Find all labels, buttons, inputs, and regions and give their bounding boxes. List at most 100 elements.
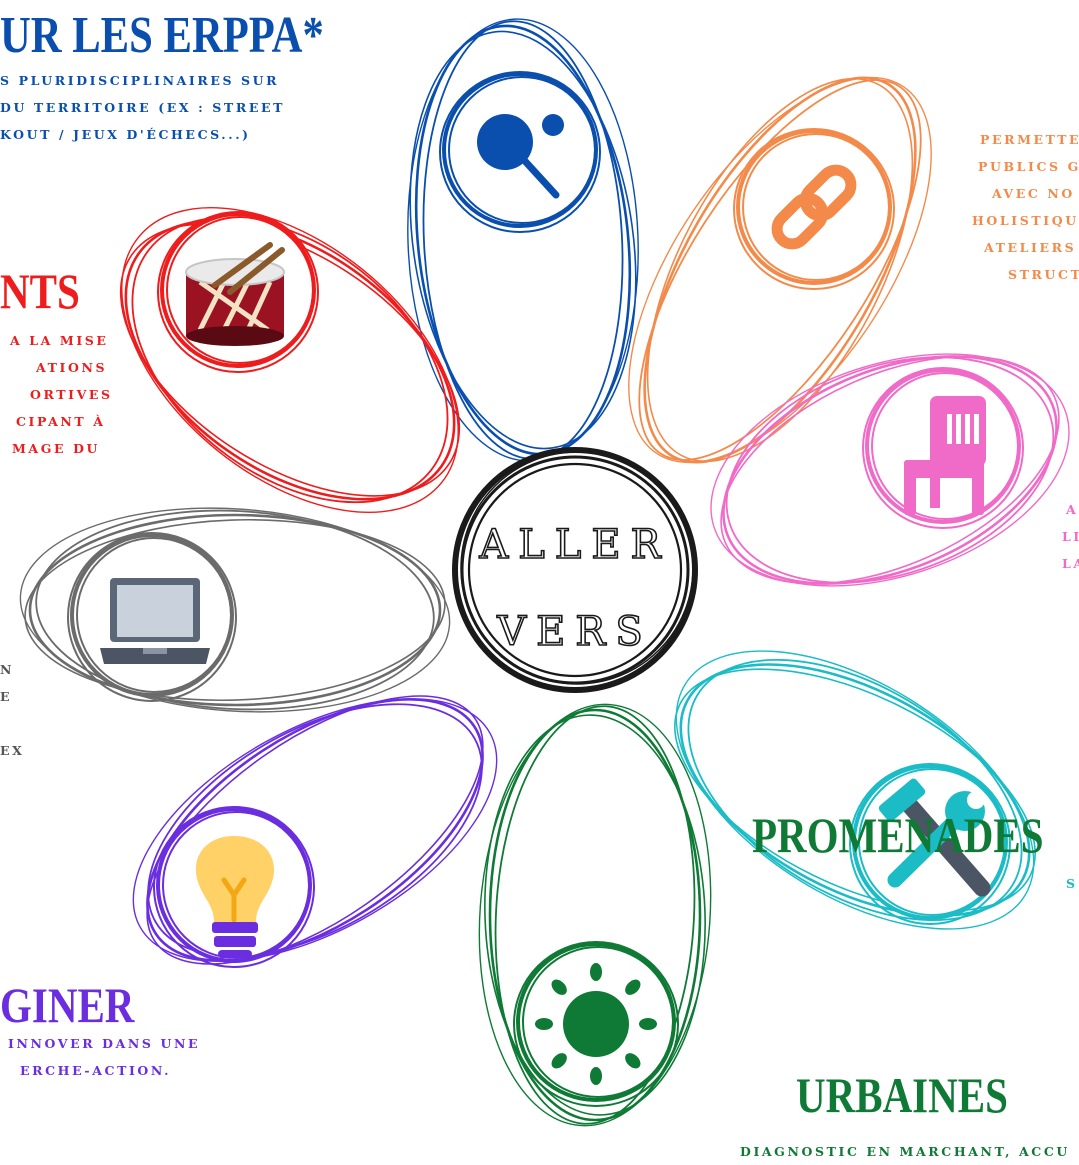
icon-ring <box>166 216 314 364</box>
icon-ring <box>862 367 1024 529</box>
link-icon <box>771 164 857 250</box>
laptop-icon <box>100 578 210 664</box>
icon-ring <box>153 806 315 968</box>
icon-ring <box>157 211 319 373</box>
orange-line-5: ATELIERS <box>984 240 1077 255</box>
petal-stroke <box>28 513 442 707</box>
icon-ring <box>849 763 1011 925</box>
petal-stroke <box>478 703 712 1127</box>
orange-line-3: AVEC NO <box>992 186 1075 201</box>
petal-stroke <box>484 714 706 1116</box>
petal-stroke <box>710 353 1070 587</box>
center-ring <box>460 455 690 685</box>
pink-line-2: LI <box>1062 529 1079 544</box>
blue-line-3: KOUT / JEUX D'ÉCHECS...) <box>0 127 251 142</box>
blue-line-2: DU TERRITOIRE (EX : STREET <box>0 100 285 115</box>
petal-stroke <box>24 518 446 702</box>
petal-gray <box>19 507 451 713</box>
petal-stroke <box>19 507 451 713</box>
red-line-1: A LA MISE <box>10 333 109 348</box>
purple-title: GINER <box>0 977 135 1033</box>
petal-stroke <box>725 356 1055 584</box>
purple-line-2: ERCHE-ACTION. <box>20 1063 172 1078</box>
sun-ray <box>625 979 641 995</box>
icons-layer <box>100 114 991 1085</box>
icon-ring <box>448 76 596 224</box>
sun-ray <box>590 963 602 981</box>
center-label-vers: VERS <box>496 609 653 655</box>
icon-ring <box>76 537 232 693</box>
blue-line-1: S PLURIDISCIPLINAIRES SUR <box>0 73 280 88</box>
sun-ray <box>639 1018 657 1030</box>
petal-blue <box>407 18 639 462</box>
petal-stroke <box>494 705 696 1125</box>
icon-ring <box>513 941 679 1107</box>
petal-stroke <box>675 650 1035 930</box>
petal-stroke <box>643 76 917 464</box>
center-ring <box>460 451 694 685</box>
icon-ring <box>67 532 237 702</box>
petal-stroke <box>628 76 932 464</box>
orange-line-6: STRUCT <box>1008 267 1079 282</box>
gray-line-2: E <box>0 689 13 704</box>
petal-stroke <box>722 355 1058 585</box>
petal-stroke <box>674 668 1036 912</box>
green-subtitle: DIAGNOSTIC EN MARCHANT, ACCU <box>740 1144 1070 1159</box>
gray-line-1: N <box>0 662 15 677</box>
red-line-2: ATIONS <box>36 360 108 375</box>
blue-title: UR LES ERPPA* <box>0 7 324 64</box>
center-label-aller: ALLER <box>478 522 670 568</box>
petal-stroke <box>146 695 484 965</box>
red-line-4: CIPANT À <box>16 414 106 429</box>
icon-ring <box>522 946 674 1098</box>
sun-ray <box>551 979 567 995</box>
teal-line-1: S <box>1066 876 1078 891</box>
orange-line-1: PERMETTE <box>980 132 1079 147</box>
petal-stroke <box>131 216 449 504</box>
petal-orange <box>628 76 932 464</box>
petal-stroke <box>35 509 435 711</box>
petal-stroke <box>124 219 456 501</box>
petal-stroke <box>720 355 1060 585</box>
sun-ray <box>551 1053 567 1069</box>
icon-ring <box>733 128 895 290</box>
petal-stroke <box>121 207 459 513</box>
petal-stroke <box>687 658 1023 922</box>
red-line-5: MAGE DU <box>12 441 101 456</box>
purple-line-1: INNOVER DANS UNE <box>8 1036 201 1051</box>
icon-ring <box>439 71 601 233</box>
red-line-3: ORTIVES <box>30 387 113 402</box>
chair-icon <box>904 396 986 515</box>
sun-ray <box>535 1018 553 1030</box>
lightbulb-icon <box>195 836 275 958</box>
center-ring <box>467 462 683 678</box>
red-title: NTS <box>0 263 80 319</box>
petal-stroke <box>638 79 922 461</box>
pink-line-1: A <box>1066 502 1079 517</box>
ping-pong-icon <box>477 114 564 199</box>
icon-ring <box>871 372 1019 520</box>
orange-line-4: HOLISTIQU <box>972 213 1079 228</box>
petal-stroke <box>679 663 1031 917</box>
orange-line-2: PUBLICS G <box>978 159 1079 174</box>
sun-ray <box>590 1067 602 1085</box>
icon-ring <box>742 133 890 281</box>
center-circle: ALLER VERS <box>452 447 698 693</box>
petal-stroke <box>646 77 914 463</box>
drum-icon <box>185 242 285 346</box>
petal-stroke <box>132 698 498 962</box>
petal-teal <box>674 650 1036 930</box>
petal-red <box>119 207 461 513</box>
green-title-1: PROMENADES <box>752 807 1044 863</box>
icon-ring <box>858 768 1006 916</box>
gray-line-4: EX <box>0 743 25 758</box>
petal-pink <box>710 353 1070 587</box>
petal-stroke <box>488 708 702 1122</box>
tools-icon <box>878 778 991 897</box>
petal-stroke <box>146 698 484 962</box>
petal-stroke <box>119 223 461 497</box>
pink-line-3: LA <box>1062 556 1079 571</box>
petal-stroke <box>147 703 483 957</box>
sun-ray <box>625 1053 641 1069</box>
